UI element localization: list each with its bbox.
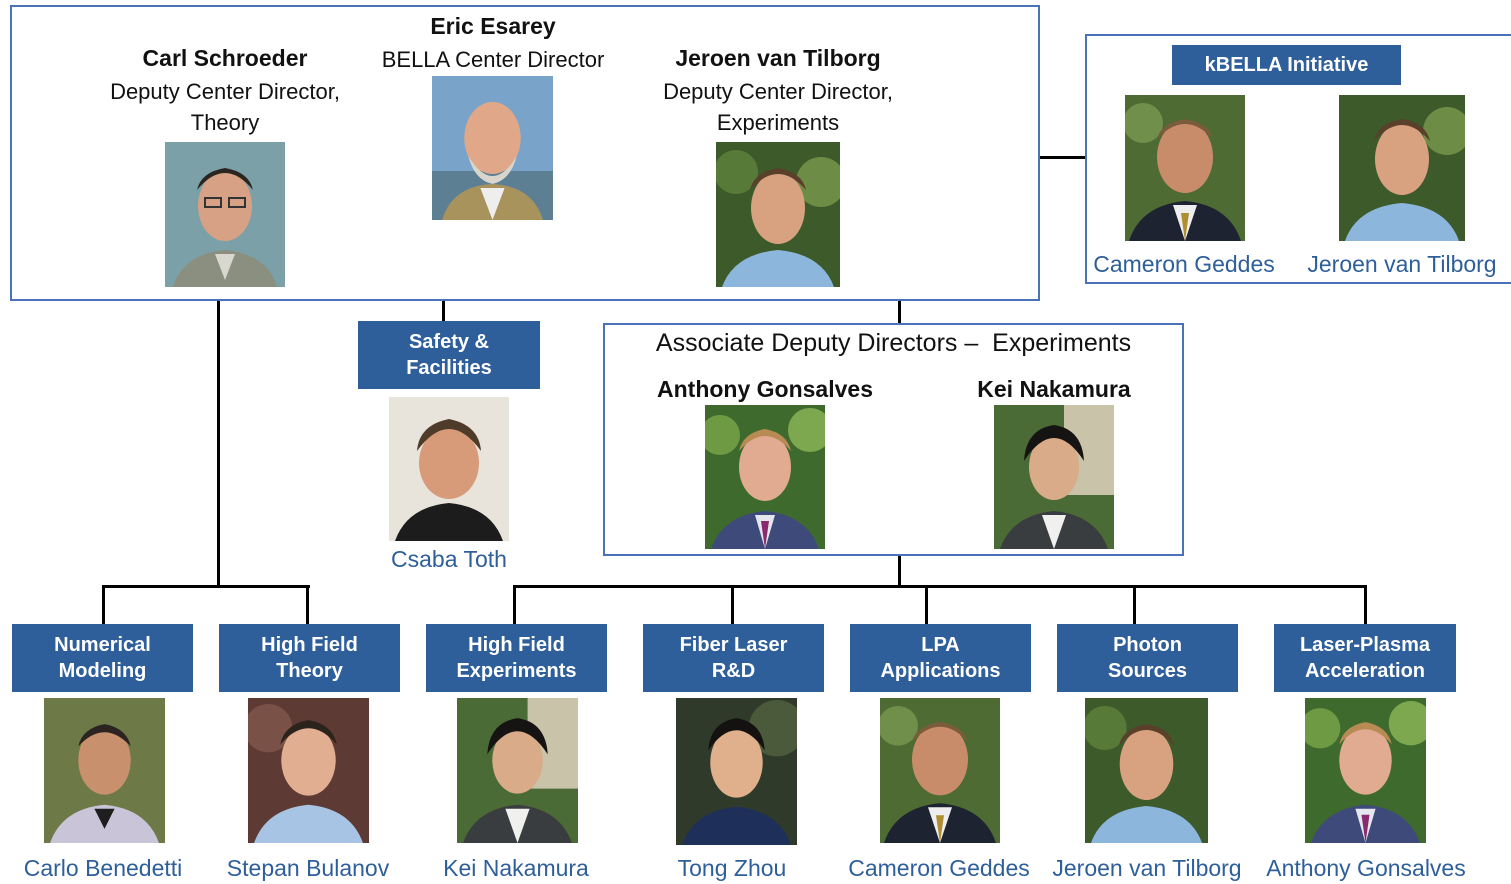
group-header-lpa-applications: LPA Applications <box>850 624 1031 692</box>
group-header-numerical-modeling: Numerical Modeling <box>12 624 193 692</box>
group-photo-7 <box>1305 698 1426 843</box>
group-photo-1 <box>44 698 165 843</box>
group-name-5: Cameron Geddes <box>848 855 1030 881</box>
connector-top-to-associate <box>898 299 901 324</box>
connector-top-to-kbella <box>1038 156 1086 159</box>
kbella-member-name-2: Jeroen van Tilborg <box>1307 251 1497 277</box>
connector-theory-trunk <box>217 299 220 587</box>
kbella-member-photo-2 <box>1339 95 1465 241</box>
group-photo-2 <box>248 698 369 843</box>
connector-drop-highfield-theory <box>306 585 309 625</box>
director-name: Eric Esarey <box>430 13 556 39</box>
kbella-member-photo-1 <box>1125 95 1245 241</box>
director-title: BELLA Center Director <box>381 47 605 72</box>
experiments-deputy-title: Deputy Center Director, Experiments <box>663 79 893 135</box>
associate-member-photo-1 <box>705 405 825 549</box>
experiments-deputy-name: Jeroen van Tilborg <box>675 45 881 71</box>
group-header-photon-sources: Photon Sources <box>1057 624 1238 692</box>
connector-top-to-safety <box>442 299 445 321</box>
group-header-fiber-laser: Fiber Laser R&D <box>643 624 824 692</box>
safety-header: Safety & Facilities <box>358 321 540 389</box>
connector-drop-hfe <box>513 585 516 625</box>
theory-deputy-name: Carl Schroeder <box>142 45 308 71</box>
group-photo-5 <box>880 698 1000 843</box>
connector-associate-trunk <box>898 554 901 587</box>
group-header-high-field-experiments: High Field Experiments <box>426 624 607 692</box>
connector-drop-fiber <box>731 585 734 625</box>
associate-member-name-2: Kei Nakamura <box>977 376 1131 402</box>
group-photo-3 <box>457 698 578 843</box>
group-header-laser-plasma: Laser-Plasma Acceleration <box>1274 624 1456 692</box>
group-name-2: Stepan Bulanov <box>226 855 390 881</box>
associate-title: Associate Deputy Directors – Experiments <box>655 329 1132 357</box>
kbella-header: kBELLA Initiative <box>1172 45 1401 85</box>
theory-deputy-photo <box>165 142 285 287</box>
connector-experiments-bar <box>513 585 1367 588</box>
connector-drop-lpa <box>925 585 928 625</box>
kbella-member-name-1: Cameron Geddes <box>1093 251 1275 277</box>
theory-deputy-title: Deputy Center Director, Theory <box>110 79 340 135</box>
associate-member-name-1: Anthony Gonsalves <box>657 376 873 402</box>
connector-drop-numerical <box>102 585 105 625</box>
director-photo <box>432 76 553 220</box>
connector-drop-photon <box>1133 585 1136 625</box>
group-photo-6 <box>1085 698 1208 843</box>
group-name-4: Tong Zhou <box>677 855 787 881</box>
associate-member-photo-2 <box>994 405 1114 549</box>
safety-photo <box>389 397 509 541</box>
group-name-7: Anthony Gonsalves <box>1266 855 1466 881</box>
safety-name: Csaba Toth <box>391 546 507 572</box>
group-name-3: Kei Nakamura <box>443 855 589 881</box>
group-name-1: Carlo Benedetti <box>23 855 183 881</box>
group-header-high-field-theory: High Field Theory <box>219 624 400 692</box>
connector-drop-lpacc <box>1364 585 1367 625</box>
connector-theory-bar <box>102 585 310 588</box>
experiments-deputy-photo <box>716 142 840 287</box>
group-photo-4 <box>676 698 797 845</box>
group-name-6: Jeroen van Tilborg <box>1052 855 1242 881</box>
